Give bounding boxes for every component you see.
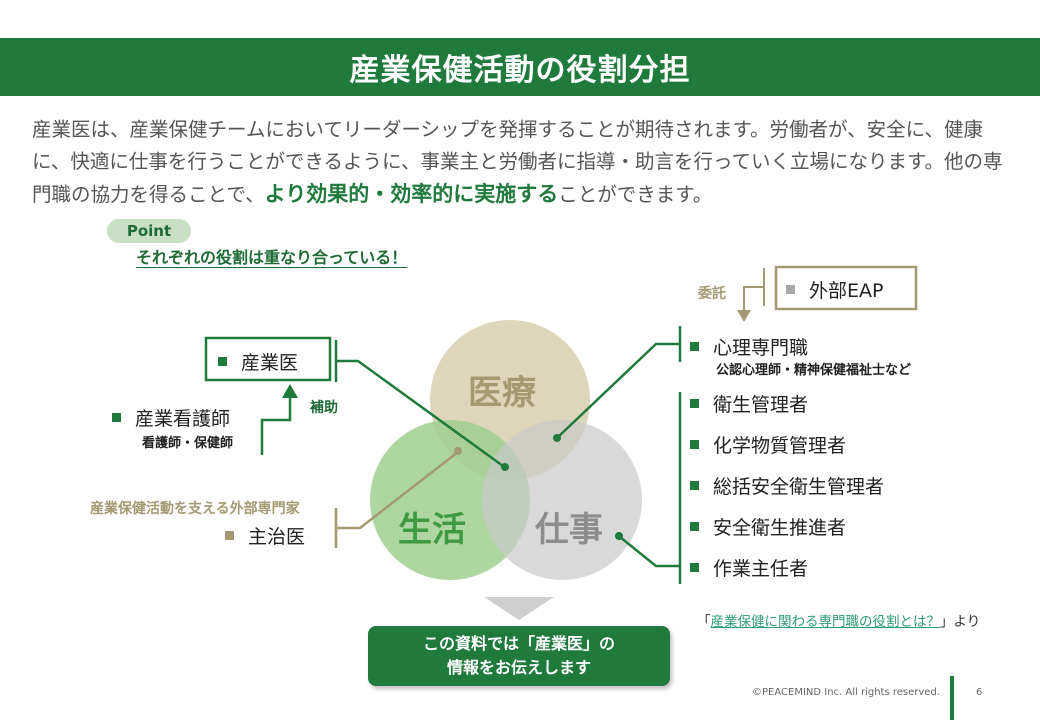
bullet-icon [690,342,699,351]
role-safety-promoter: 安全衛生推進者 [690,513,846,540]
role-psych-sub: 公認心理師・精神保健福祉士など [716,363,912,378]
page-title: 産業保健活動の役割分担 [0,38,1040,96]
source-citation: 「産業保健に関わる専門職の役割とは？」より [697,614,981,630]
intro-paragraph: 産業医は、産業保健チームにおいてリーダーシップを発揮することが期待されます。労働… [32,114,1017,211]
role-chemical-manager: 化学物質管理者 [690,431,846,458]
role-work-chief: 作業主任者 [690,554,808,581]
role-doctor: 主治医 [225,522,305,549]
role-psych: 心理専門職 [690,333,808,360]
doctor-bracket [334,451,459,548]
support-line [260,396,292,455]
circle-medical-label: 医療 [468,373,536,413]
info-callout: この資料では「産業医」の 情報をお伝えします [368,626,670,686]
callout-line-1: この資料では「産業医」の [422,634,615,653]
psych-bracket [557,326,682,438]
bullet-icon [690,440,699,449]
consign-label: 委託 [698,286,726,302]
roles-bracket [619,392,682,584]
medical-work-dot [553,434,561,442]
point-text: それぞれの役割は重なり合っている！ [136,248,408,267]
circle-life-label: 生活 [398,510,466,550]
support-arrowhead [282,384,298,398]
life-dot [454,447,462,455]
intro-text-end: ことができます。 [558,183,713,206]
footer-divider [950,676,954,720]
eap-bracket [743,268,765,312]
role-nurse-sub: 看護師・保健師 [142,436,234,451]
eap-box [774,265,918,311]
role-hygiene-manager: 衛生管理者 [690,390,808,417]
copyright: ©PEACEMIND Inc. All rights reserved. [752,687,940,698]
circle-life [370,420,530,580]
source-link[interactable]: 産業保健に関わる専門職の役割とは？ [710,614,941,630]
work-dot [615,532,623,540]
role-nurse: 産業看護師 [112,404,230,431]
bullet-icon [690,522,699,531]
bullet-icon [218,357,227,366]
circle-work-label: 仕事 [535,510,603,550]
role-general-safety-manager: 総括安全衛生管理者 [690,472,884,499]
bullet-icon [690,399,699,408]
intro-text: 産業医は、産業保健チームにおいてリーダーシップを発揮することが期待されます。労働… [32,118,1003,206]
external-label: 産業保健活動を支える外部専門家 [90,501,300,517]
page-number: 6 [976,687,983,698]
down-arrow [484,597,554,620]
bullet-icon [786,285,795,294]
circle-work [482,420,642,580]
callout-line-2: 情報をお伝えします [446,658,591,677]
point-badge: Point [107,219,191,243]
role-sangyoi: 産業医 [218,348,298,375]
bullet-icon [690,481,699,490]
bullet-icon [112,413,121,422]
bullet-icon [690,563,699,572]
intro-highlight: より効果的・効率的に実施する [264,182,559,206]
role-eap: 外部EAP [786,276,883,303]
center-dot [501,463,509,471]
bullet-icon [225,531,234,540]
consign-arrowhead [737,310,751,322]
support-label: 補助 [310,400,338,416]
sangyoi-bracket [334,340,504,468]
